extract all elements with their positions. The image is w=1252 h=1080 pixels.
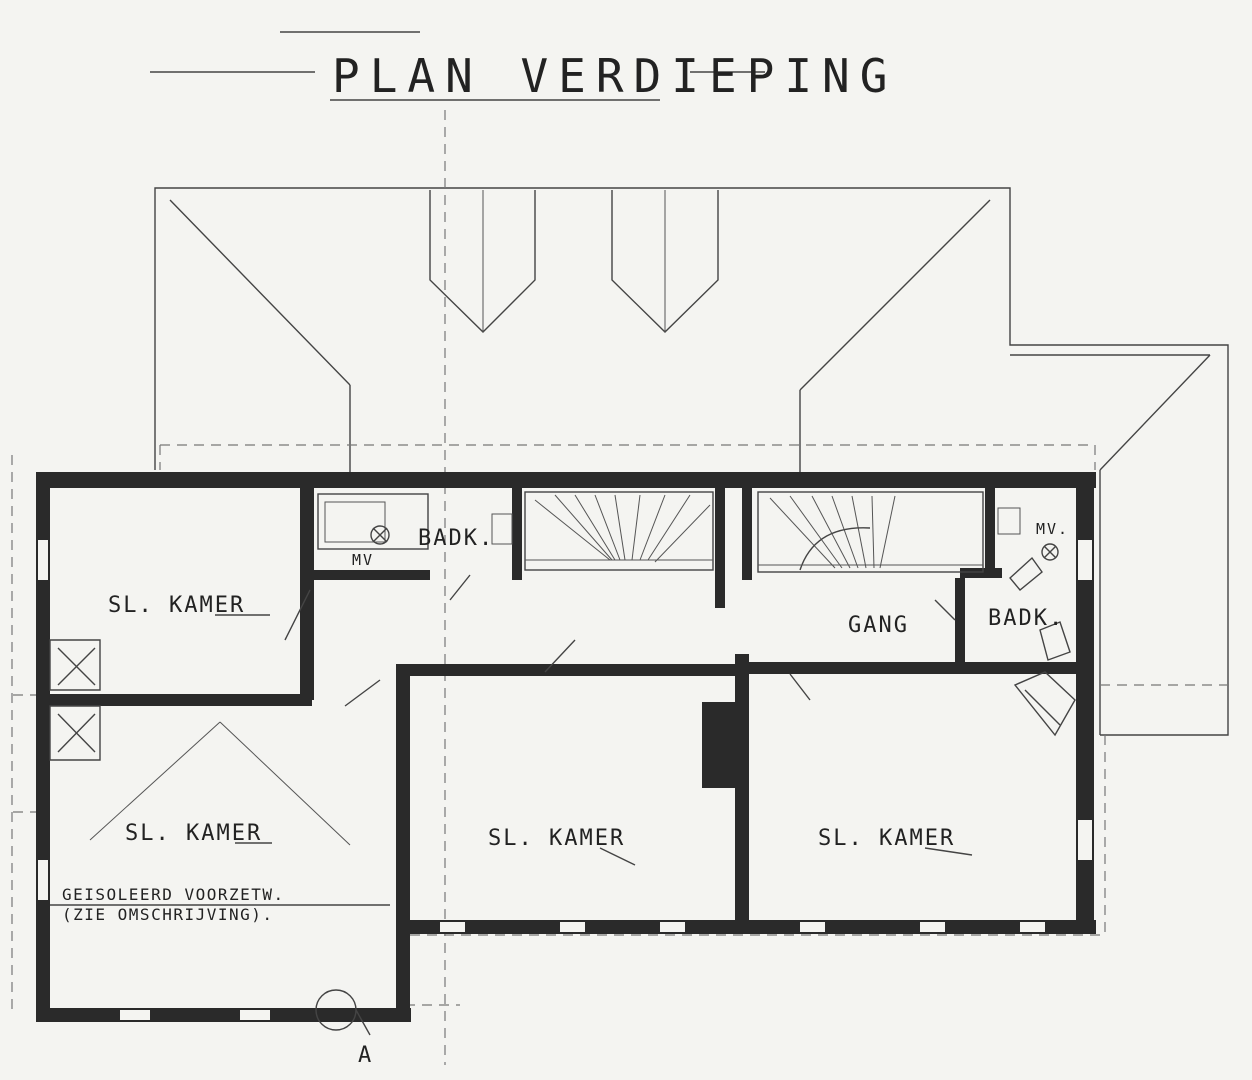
note-line-2: (ZIE OMSCHRIJVING). (62, 905, 274, 924)
room-label-bathroom-right: BADK. (988, 606, 1064, 631)
insulation-note: GEISOLEERD VOORZETW. (ZIE OMSCHRIJVING). (50, 885, 390, 924)
room-label-bedroom-top-left: SL. KAMER (108, 593, 245, 618)
note-line-1: GEISOLEERD VOORZETW. (62, 885, 285, 904)
drawing-title: PLAN VERDIEPING (332, 49, 897, 103)
room-label-bedroom-right: SL. KAMER (818, 826, 955, 851)
interior-walls (50, 488, 1080, 924)
stairs-left (524, 491, 714, 571)
bath-left-fixtures (317, 493, 513, 550)
section-marker: A (315, 989, 373, 1068)
roof-outline (154, 187, 1229, 736)
construction-lines (11, 110, 1230, 1065)
door-swings (284, 574, 956, 707)
chimneys (49, 639, 1076, 761)
roof-slope-hint (89, 721, 351, 846)
room-label-bathroom-left: BADK. (418, 526, 494, 551)
label-mv-right: MV. (1036, 520, 1069, 538)
section-marker-label: A (358, 1043, 373, 1068)
room-label-bedroom-bottom-left: SL. KAMER (125, 821, 262, 846)
window-marks (38, 540, 1092, 1020)
room-label-bedroom-middle: SL. KAMER (488, 826, 625, 851)
title-block: PLAN VERDIEPING (150, 31, 897, 103)
label-mv-left: MV (352, 551, 374, 569)
outer-walls (36, 472, 1096, 1022)
stairs-right (757, 491, 984, 573)
bath-right-fixtures (997, 507, 1071, 661)
room-label-corridor: GANG (848, 613, 909, 638)
